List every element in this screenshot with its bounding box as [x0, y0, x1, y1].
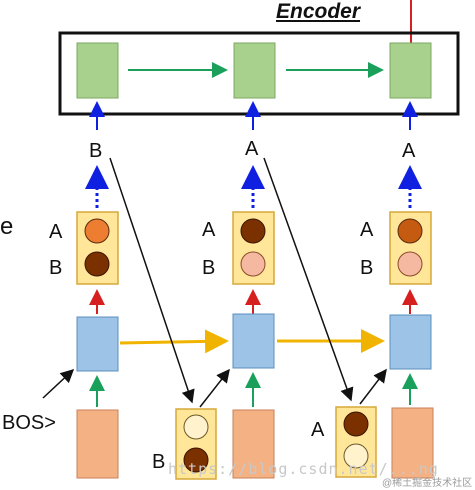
dist-1-label-top: A — [49, 221, 63, 243]
decoder-block-3 — [389, 314, 432, 370]
dist-2-label-top: A — [202, 219, 216, 241]
dist-2-circle-a — [240, 218, 266, 244]
dist-3-circle-a — [397, 218, 423, 244]
input-label-2: A — [311, 419, 325, 441]
feedback-2-circle-a — [343, 411, 369, 437]
dist-2-circle-b — [240, 251, 266, 277]
input-block-1 — [76, 409, 119, 479]
input-block-3 — [391, 407, 434, 479]
dist-2-label-bottom: B — [202, 257, 216, 279]
feedback-2-circle-b — [343, 443, 369, 469]
bos-arrow — [42, 368, 75, 399]
bos-label: BOS> — [2, 412, 56, 434]
encoder-title: Encoder — [276, 0, 361, 23]
encoder-block-2 — [233, 42, 276, 99]
feedback-arrow-2 — [263, 157, 354, 402]
feedback-1-circle-a — [183, 414, 209, 440]
dist-3-label-bottom: B — [360, 257, 374, 279]
left-edge-text: e — [0, 213, 14, 240]
encoder-block-3 — [389, 42, 432, 99]
decoder-block-2 — [232, 313, 275, 369]
dist-1-label-bottom: B — [49, 257, 63, 279]
feedback-arrow-1 — [109, 157, 195, 404]
watermark: https://blog.csdn.net/...ng — [168, 460, 439, 478]
dist-1-circle-b — [84, 251, 110, 277]
sampled-token-2: A — [245, 138, 259, 160]
input-block-2 — [232, 409, 275, 479]
decoder-block-1 — [76, 316, 119, 372]
dist-1-circle-a — [84, 218, 110, 244]
watermark-badge: @稀土掘金技术社区 — [382, 478, 473, 489]
dist-3-circle-b — [397, 251, 423, 277]
decoder-state-arrow-1 — [119, 329, 229, 354]
sampled-token-3: A — [402, 140, 416, 162]
feedback-to-decoder-arrow-1 — [199, 368, 230, 408]
input-label-1: B — [152, 451, 166, 473]
feedback-1-circle-b — [183, 447, 209, 473]
encoder-block-1 — [76, 42, 119, 99]
dist-3-label-top: A — [360, 219, 374, 241]
feedback-to-decoder-arrow-2 — [359, 368, 387, 405]
sampled-token-1: B — [89, 140, 103, 162]
